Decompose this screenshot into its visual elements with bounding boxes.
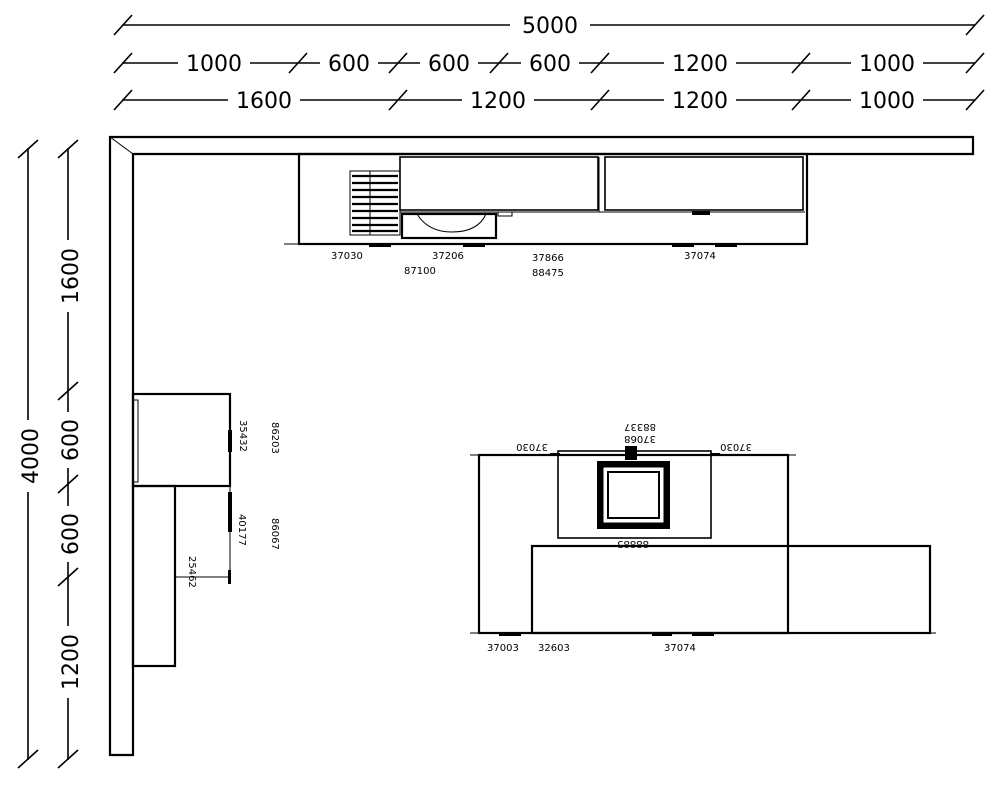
code-left-5: 25462 bbox=[186, 556, 197, 588]
code-top-6: 37074 bbox=[684, 251, 716, 262]
code-top-4: 87100 bbox=[404, 266, 436, 277]
dim-row1-6: 1000 bbox=[859, 52, 915, 77]
code-island-5: 88885 bbox=[617, 538, 649, 549]
dimension-left-segments: 1600 600 600 1200 bbox=[55, 139, 84, 769]
code-top-1: 37030 bbox=[331, 251, 363, 262]
kitchen-island: 88337 37068 37030 37030 88885 37003 3260… bbox=[470, 421, 936, 654]
island-handle-marks bbox=[499, 453, 720, 636]
dim-left-2: 600 bbox=[59, 419, 84, 461]
code-island-6: 37003 bbox=[487, 643, 519, 654]
code-top-2: 37206 bbox=[432, 251, 464, 262]
dim-row2-3: 1200 bbox=[672, 89, 728, 114]
left-wall-units: 35432 86203 40177 86067 25462 bbox=[131, 392, 280, 668]
dim-row2-4: 1000 bbox=[859, 89, 915, 114]
total-width-label: 5000 bbox=[522, 14, 578, 39]
code-left-4: 86067 bbox=[269, 518, 280, 550]
dimension-row-2: 1600 1200 1200 1000 bbox=[113, 89, 985, 114]
dim-row1-5: 1200 bbox=[672, 52, 728, 77]
code-island-1: 88337 bbox=[624, 421, 656, 432]
dimension-total-height: 4000 bbox=[15, 139, 44, 769]
code-left-1: 35432 bbox=[237, 420, 248, 452]
dish-rack-icon bbox=[349, 170, 401, 236]
code-island-3: 37030 bbox=[516, 441, 548, 452]
code-island-7: 32603 bbox=[538, 643, 570, 654]
code-island-8: 37074 bbox=[664, 643, 696, 654]
room-walls bbox=[108, 135, 975, 757]
code-top-5: 88475 bbox=[532, 268, 564, 279]
code-left-3: 40177 bbox=[236, 514, 247, 546]
dim-row1-4: 600 bbox=[529, 52, 571, 77]
total-height-label: 4000 bbox=[19, 428, 44, 484]
dim-row1-2: 600 bbox=[328, 52, 370, 77]
top-counter-run: 37030 37206 37866 87100 88475 37074 bbox=[284, 152, 809, 279]
dim-row1-3: 600 bbox=[428, 52, 470, 77]
dimension-total-width: 5000 bbox=[113, 12, 985, 39]
dimension-row-1: 1000 600 600 600 1200 1000 bbox=[113, 52, 985, 77]
cooktop-icon bbox=[597, 446, 670, 529]
dim-row2-1: 1600 bbox=[236, 89, 292, 114]
code-island-4: 37030 bbox=[720, 441, 752, 452]
dim-left-1: 1600 bbox=[59, 248, 84, 304]
code-top-3: 37866 bbox=[532, 253, 564, 264]
dim-left-3: 600 bbox=[59, 513, 84, 555]
sink-icon bbox=[400, 211, 513, 240]
dim-row2-2: 1200 bbox=[470, 89, 526, 114]
code-left-2: 86203 bbox=[269, 422, 280, 454]
code-island-2: 37068 bbox=[624, 433, 656, 444]
dim-left-4: 1200 bbox=[59, 634, 84, 690]
handle-marks bbox=[369, 211, 737, 247]
dim-row1-1: 1000 bbox=[186, 52, 242, 77]
